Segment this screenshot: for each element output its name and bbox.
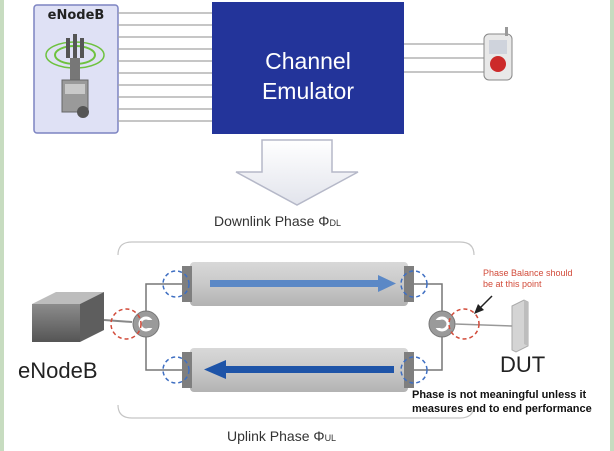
uplink-phase-text: Uplink Phase Φ	[227, 428, 325, 444]
downlink-phase-label: Downlink Phase ΦDL	[214, 213, 341, 229]
dut-label: DUT	[500, 352, 546, 377]
downlink-phase-subscript: DL	[329, 218, 341, 228]
downlink-bracket	[117, 241, 475, 256]
right-circulator	[428, 310, 456, 338]
uplink-arrow	[204, 360, 394, 379]
phase-meaning-note: Phase is not meaningful unless it measur…	[412, 389, 592, 415]
dashed-circle-ul-in	[400, 356, 428, 384]
input-lines	[118, 12, 212, 122]
signal-wires	[145, 283, 443, 371]
dashed-circle-dl-in	[162, 270, 190, 298]
left-border-strip	[0, 0, 4, 451]
radio-tower-icon	[45, 34, 105, 118]
phase-note-line1: Phase Balance should	[483, 268, 573, 278]
dut-cable	[454, 323, 513, 327]
enodeb-label: eNodeB	[18, 358, 98, 383]
enodeb-cable	[103, 319, 133, 323]
mobile-phone-icon	[483, 27, 513, 81]
enodeb-box	[32, 292, 104, 342]
dashed-circle-dut-port	[448, 308, 480, 340]
uplink-phase-subscript: UL	[324, 433, 337, 443]
left-circulator	[132, 310, 160, 338]
right-border-strip	[610, 0, 614, 451]
dut-device	[511, 299, 529, 353]
downlink-arrow	[210, 275, 396, 292]
phase-point-pointer	[474, 295, 493, 314]
downlink-phase-text: Downlink Phase Φ	[214, 213, 330, 229]
dashed-circle-ul-out	[162, 356, 190, 384]
emulator-label-line2: Emulator	[261, 78, 355, 104]
dashed-circle-enodeb-port	[110, 308, 142, 340]
dashed-circle-dl-out	[400, 270, 428, 298]
down-arrow	[235, 139, 359, 206]
phase-note-line2: be at this point	[483, 279, 542, 289]
top-enodeb-label: eNodeB	[47, 8, 105, 23]
output-lines	[404, 43, 486, 73]
emulator-label-line1: Channel	[265, 48, 351, 74]
uplink-phase-label: Uplink Phase ΦUL	[227, 428, 336, 444]
uplink-bracket	[117, 404, 475, 419]
channel-emulator-box	[212, 2, 404, 134]
